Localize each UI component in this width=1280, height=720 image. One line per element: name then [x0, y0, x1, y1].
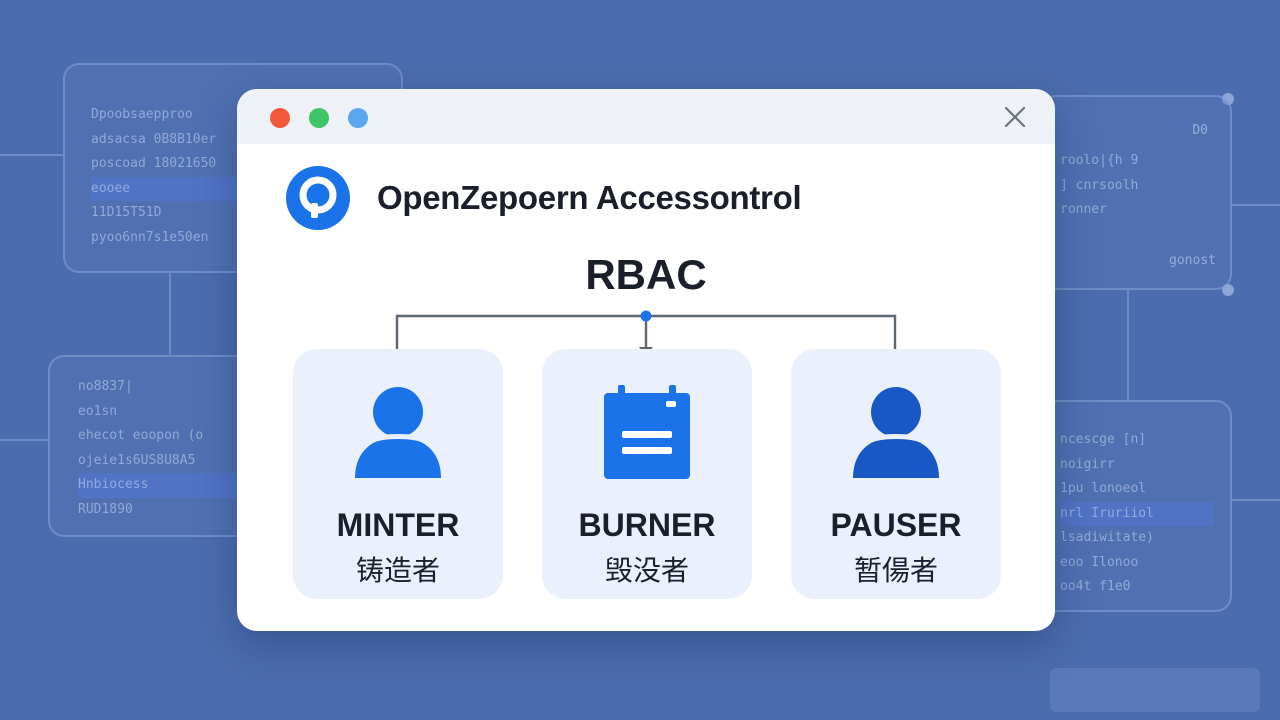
- section-title: RBAC: [585, 251, 707, 298]
- role-card-minter[interactable]: MINTER 铸造者: [293, 349, 503, 599]
- code-line: D0: [1192, 123, 1208, 138]
- code-line: ncescge [n]: [1060, 432, 1147, 447]
- code-line: ] cnrsoolh: [1060, 177, 1139, 193]
- code-line: noigirr: [1060, 456, 1115, 472]
- person-icon: [853, 387, 939, 478]
- code-line: RUD1890: [78, 501, 133, 517]
- code-line: lsadiwitate): [1060, 530, 1154, 545]
- code-line: Dpoobsaepproo: [91, 107, 193, 122]
- code-line: Hnbiocess: [78, 473, 250, 498]
- close-icon[interactable]: [1003, 105, 1027, 129]
- role-subtitle: 暂偒者: [853, 554, 938, 587]
- code-line: gonost: [1169, 253, 1216, 268]
- role-subtitle: 毁没者: [604, 554, 689, 587]
- code-line: eo1sn: [78, 403, 118, 419]
- person-icon: [355, 387, 441, 478]
- role-name: PAUSER: [830, 507, 962, 543]
- role-card-burner[interactable]: BURNER 毁没者: [542, 349, 752, 599]
- code-line: ojeie1s6US8U8A5: [78, 452, 196, 468]
- close-traffic-light[interactable]: [270, 108, 290, 128]
- code-line: roolo|{h 9: [1060, 153, 1139, 168]
- minimize-traffic-light[interactable]: [309, 108, 329, 128]
- role-name: MINTER: [336, 507, 460, 543]
- maximize-traffic-light[interactable]: [348, 108, 368, 128]
- code-line: ronner: [1060, 202, 1107, 217]
- app-title: OpenZepoern Accessontrol: [377, 179, 802, 216]
- background-code-panel-bottom-right: ncescge [n] noigirr 1pu lonoeol nrl Irur…: [1040, 400, 1232, 612]
- calendar-icon: [604, 385, 690, 479]
- code-line: nrl Iruriiol: [1060, 501, 1214, 526]
- app-header: OpenZepoern Accessontrol: [285, 165, 802, 231]
- code-line: pyoo6nn7s1e50en: [91, 229, 209, 245]
- code-line: eoo Ilonoo: [1060, 554, 1139, 570]
- code-line: poscoad 18021650: [91, 156, 217, 171]
- watermark-logo: [1050, 668, 1260, 712]
- background-code-panel-mid-left: no8837| eo1sn ehecot eoopon (o ojeie1s6U…: [48, 355, 268, 537]
- code-line: 11D15T51D: [91, 205, 162, 220]
- code-line: ehecot eoopon (o: [78, 428, 204, 443]
- title-bar: [237, 89, 1055, 144]
- code-line: oo4t f1e0: [1060, 579, 1131, 594]
- code-line: adsacsa 0B8B10er: [91, 131, 217, 147]
- code-line: 1pu lonoeol: [1060, 481, 1147, 496]
- code-line: no8837|: [78, 379, 133, 394]
- role-subtitle: 铸造者: [355, 554, 440, 587]
- role-card-pauser[interactable]: PAUSER 暂偒者: [791, 349, 1001, 599]
- role-name: BURNER: [578, 507, 716, 543]
- app-window: OpenZepoern Accessontrol RBAC MINTER 铸造者: [237, 89, 1055, 631]
- app-logo-icon: [286, 166, 350, 230]
- background-code-panel-top-right: D0 roolo|{h 9 ] cnrsoolh ronner gonost: [1040, 95, 1232, 290]
